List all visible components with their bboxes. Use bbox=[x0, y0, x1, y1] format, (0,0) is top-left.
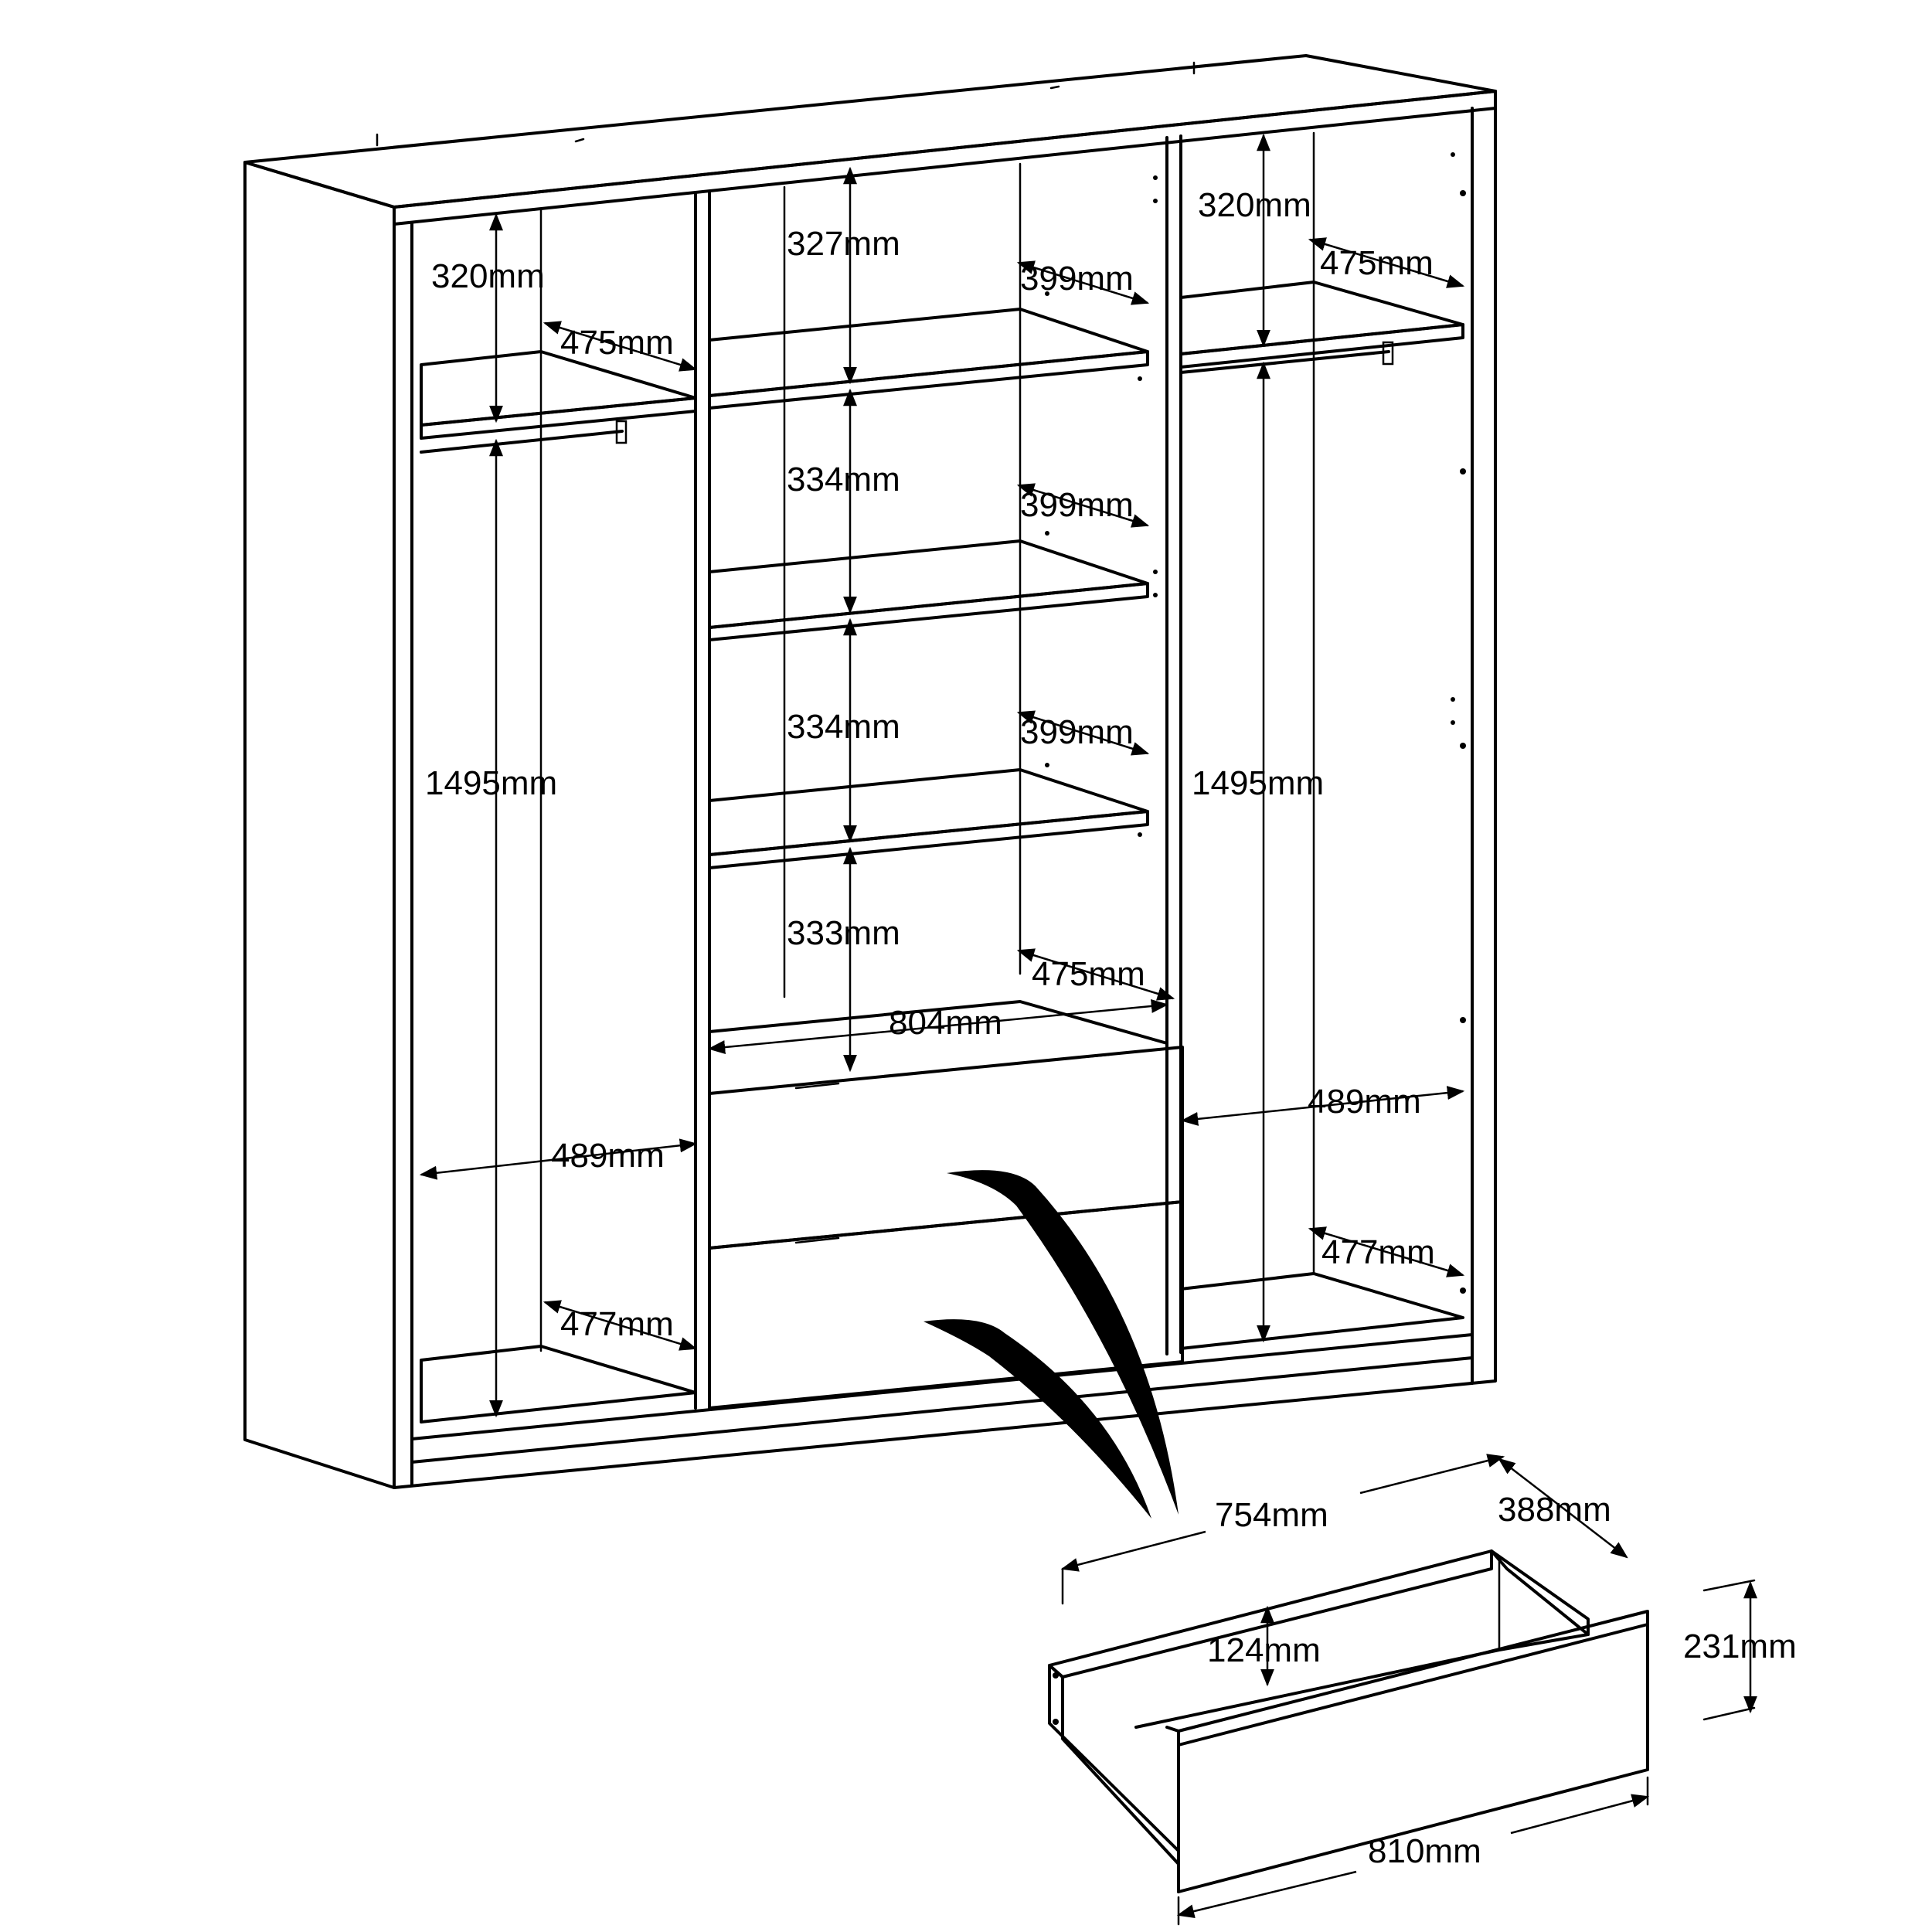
right-bottom-depth-label: 477mm bbox=[1321, 1233, 1435, 1271]
dimension-labels: 320mm 475mm 1495mm 489mm 477mm 327mm 399… bbox=[425, 186, 1797, 1870]
right-top-height-label: 320mm bbox=[1198, 186, 1311, 224]
middle-shelf3-height-label: 334mm bbox=[787, 708, 900, 746]
middle-shelf2-height-label: 334mm bbox=[787, 461, 900, 498]
left-bottom-depth-label: 477mm bbox=[560, 1305, 674, 1343]
right-bottom-width-label: 489mm bbox=[1308, 1083, 1421, 1121]
upper-drawer bbox=[708, 1046, 1184, 1250]
drawer-inner-height-label: 124mm bbox=[1207, 1631, 1321, 1669]
right-top-depth-label: 475mm bbox=[1320, 244, 1434, 282]
right-hanging-rail bbox=[1179, 341, 1394, 374]
drawer-dimension-lines bbox=[1060, 1454, 1757, 1926]
wardrobe-body bbox=[243, 54, 1497, 1489]
left-hanging-rail bbox=[420, 420, 628, 454]
left-top-height-label: 320mm bbox=[431, 257, 545, 295]
top-front-edge bbox=[393, 90, 1497, 226]
left-side-panel bbox=[243, 161, 396, 1489]
plinth bbox=[410, 1333, 1474, 1440]
right-bottom-shelf bbox=[1179, 1272, 1464, 1350]
middle-shelf-3 bbox=[708, 768, 1149, 869]
left-top-shelf bbox=[420, 350, 697, 440]
drawer-front-width-label: 810mm bbox=[1368, 1832, 1481, 1870]
left-bottom-shelf bbox=[420, 1345, 697, 1423]
left-bottom-width-label: 489mm bbox=[551, 1137, 665, 1175]
top-panel bbox=[243, 54, 1497, 209]
middle-shelf2-depth-label: 399mm bbox=[1020, 486, 1134, 524]
middle-shelf4-height-label: 333mm bbox=[787, 914, 900, 952]
drawer-detail bbox=[1048, 1549, 1649, 1893]
drawer-front-height-label: 231mm bbox=[1683, 1628, 1797, 1665]
left-hanging-height-label: 1495mm bbox=[425, 764, 557, 802]
dimension-lines bbox=[419, 133, 1465, 1418]
middle-shelf1-height-label: 327mm bbox=[787, 225, 900, 263]
right-hanging-height-label: 1495mm bbox=[1192, 764, 1324, 802]
top-fixing-marks bbox=[376, 61, 1196, 147]
curved-arrow-upper bbox=[947, 1170, 1179, 1515]
drawer-inner-width-label: 754mm bbox=[1215, 1496, 1328, 1534]
right-divider bbox=[1165, 134, 1182, 1355]
middle-shelf-2 bbox=[708, 539, 1149, 641]
middle-shelf3-depth-label: 399mm bbox=[1020, 713, 1134, 751]
middle-bottom-depth-label: 475mm bbox=[1032, 955, 1145, 993]
right-top-shelf bbox=[1179, 281, 1464, 369]
left-top-depth-label: 475mm bbox=[560, 324, 674, 362]
right-front-edge bbox=[393, 90, 1497, 1489]
drawer-depth-label: 388mm bbox=[1498, 1491, 1611, 1529]
left-divider bbox=[694, 190, 711, 1410]
middle-shelf-1 bbox=[708, 308, 1149, 410]
drawer-callout-arrows bbox=[923, 1170, 1179, 1519]
middle-inner-width-label: 804mm bbox=[889, 1004, 1002, 1042]
middle-shelf1-depth-label: 399mm bbox=[1020, 260, 1134, 298]
curved-arrow-lower bbox=[923, 1319, 1151, 1519]
